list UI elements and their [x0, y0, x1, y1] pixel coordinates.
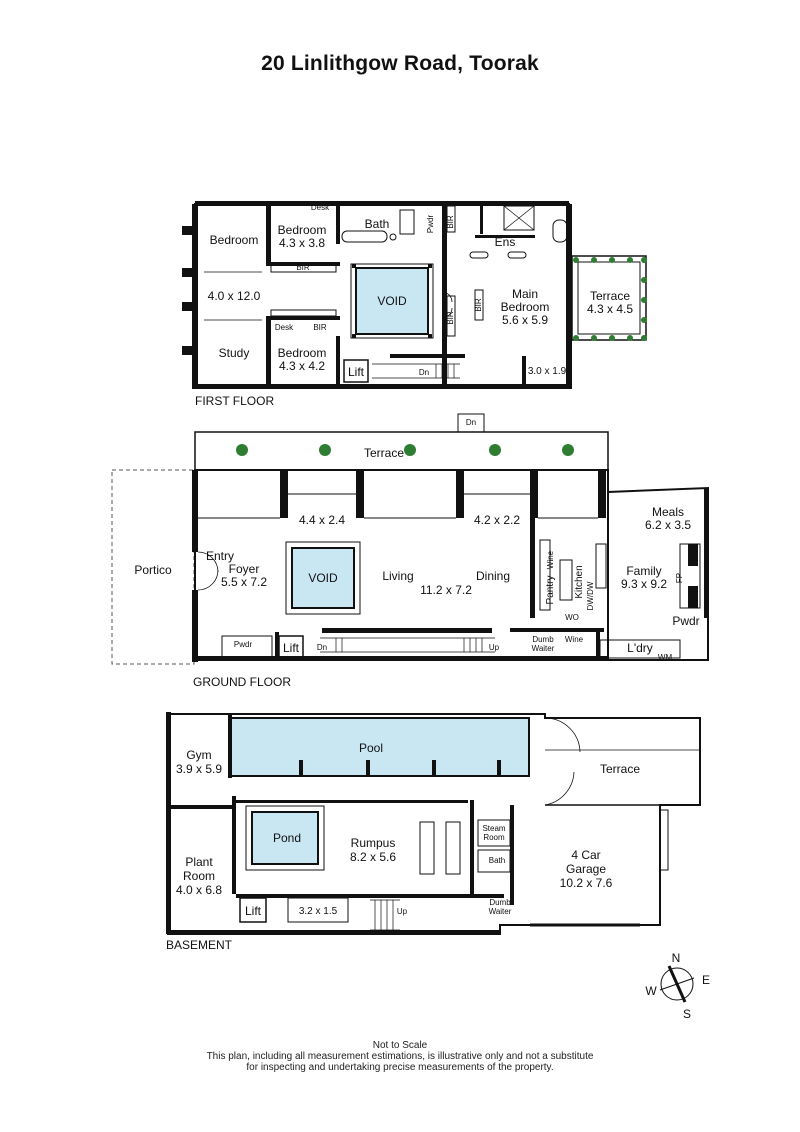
gf-foyer-dim: 5.5 x 7.2	[221, 575, 267, 589]
first-floor-plan: Bedroom 4.0 x 12.0 Study Bedroom 4.3 x 3…	[182, 201, 647, 408]
gf-meals-dim: 6.2 x 3.5	[645, 518, 691, 532]
bs-terrace-label: Terrace	[600, 762, 640, 776]
ff-desk2-label: Desk	[275, 323, 294, 332]
gf-wine-label: Wine	[546, 550, 555, 569]
ff-bedroom-dim: 4.0 x 12.0	[208, 289, 261, 303]
ff-dn-label: Dn	[419, 368, 429, 377]
bs-steam-label: Steam	[482, 824, 505, 833]
gf-fp-label: FP	[675, 573, 684, 583]
bs-bath-label: Bath	[489, 856, 505, 865]
ff-desk-label: Desk	[311, 203, 330, 212]
gf-store-label: Store	[689, 544, 698, 564]
gf-pantry-label: Pantry	[545, 576, 556, 605]
bs-rumpus-dim: 8.2 x 5.6	[350, 850, 396, 864]
compass-w: W	[645, 984, 657, 998]
gf-pwdr-label: Pwdr	[672, 614, 699, 628]
gf-void-label: VOID	[308, 571, 338, 585]
basement-plan: Pool Gym 3.9 x 5.9 Terrace Pond Rumpus 8…	[166, 712, 701, 952]
gf-entry-label: Entry	[206, 549, 234, 563]
gf-living-label: Living	[382, 569, 413, 583]
disclaimer-line-3: for inspecting and undertaking precise m…	[246, 1062, 554, 1073]
bs-rumpus-label: Rumpus	[351, 836, 396, 850]
ff-bedroom2-label: Bedroom	[278, 223, 327, 237]
ff-ens-label: Ens	[495, 235, 516, 249]
ff-main-bedroom-dim: 5.6 x 5.9	[502, 313, 548, 327]
gf-wine-small-label: Wine	[565, 635, 584, 644]
gf-bay2-dim: 4.2 x 2.2	[474, 513, 520, 527]
bs-gym-label: Gym	[186, 748, 211, 762]
ff-main-label: Main	[512, 287, 538, 301]
ff-terrace-dim: 4.3 x 4.5	[587, 302, 633, 316]
compass-n: N	[672, 951, 681, 965]
bs-plant-label: Plant	[185, 855, 213, 869]
bs-garage-1-label: 4 Car	[571, 848, 600, 862]
disclaimer-line-1: Not to Scale	[372, 1040, 428, 1051]
disclaimer-line-2: This plan, including all measurement est…	[206, 1051, 594, 1062]
compass-rose: N E S W	[645, 951, 710, 1021]
ground-floor-plan: Terrace Portico Entry Foyer 5.5 x 7.2 VO…	[111, 413, 709, 689]
gf-terrace-label: Terrace	[364, 446, 404, 460]
ff-void-label: VOID	[377, 294, 407, 308]
gf-waiter-label: Waiter	[532, 644, 555, 653]
ff-bedroom3-dim: 4.3 x 4.2	[279, 359, 325, 373]
first-floor-label: FIRST FLOOR	[195, 394, 274, 408]
gf-ldry-label: L'dry	[627, 641, 653, 655]
bs-gym-dim: 3.9 x 5.9	[176, 762, 222, 776]
basement-label: BASEMENT	[166, 938, 233, 952]
gf-dw-label: DW/DW	[586, 581, 595, 610]
bs-steam-room-label: Room	[483, 833, 505, 842]
gf-portico-label: Portico	[134, 563, 172, 577]
gf-meals-label: Meals	[652, 505, 684, 519]
ff-bedroom3-label: Bedroom	[278, 346, 327, 360]
ff-bir5-label: BIR	[474, 298, 483, 312]
bs-dumb-label: Dumb	[489, 898, 511, 907]
ff-bir2-label: BIR	[313, 323, 327, 332]
gf-wm-label: WM	[658, 653, 673, 662]
bs-lift-label: Lift	[245, 904, 262, 918]
ff-bath-label: Bath	[365, 217, 390, 231]
bs-garage-dim: 10.2 x 7.6	[560, 876, 613, 890]
gf-foyer-label: Foyer	[229, 562, 260, 576]
ff-bir4-label: BIR	[446, 311, 455, 325]
gf-wo-label: WO	[565, 613, 579, 622]
bs-pool-label: Pool	[359, 741, 383, 755]
gf-bay1-dim: 4.4 x 2.4	[299, 513, 345, 527]
bs-plant-dim: 4.0 x 6.8	[176, 883, 222, 897]
gf-lift-label: Lift	[283, 641, 300, 655]
gf-living-dim: 11.2 x 7.2	[420, 583, 472, 597]
gf-family-dim: 9.3 x 9.2	[621, 577, 667, 591]
gf-kitchen-label: Kitchen	[574, 565, 585, 598]
ff-pwdr-label: Pwdr	[426, 215, 435, 234]
bs-room-label: Room	[183, 869, 215, 883]
ff-lift-label: Lift	[348, 365, 365, 379]
gf-pwdr-small-label: Pwdr	[234, 640, 253, 649]
ground-floor-label: GROUND FLOOR	[193, 675, 291, 689]
plan-title: 20 Linlithgow Road, Toorak	[261, 52, 539, 75]
ff-bir3-label: BIR	[446, 215, 455, 229]
ff-main-bedroom-label: Bedroom	[501, 300, 550, 314]
gf-dumb-label: Dumb	[532, 635, 554, 644]
gf-dn-label: Dn	[466, 418, 476, 427]
bs-store-dim: 3.2 x 1.5	[299, 906, 338, 917]
ff-bedroom-label: Bedroom	[210, 233, 259, 247]
compass-s: S	[683, 1007, 691, 1021]
bs-garage-2-label: Garage	[566, 862, 606, 876]
ff-terrace-label: Terrace	[590, 289, 630, 303]
gf-dn2-label: Dn	[317, 643, 327, 652]
gf-up-label: Up	[489, 643, 500, 652]
compass-e: E	[702, 973, 710, 987]
ff-bedroom2-dim: 4.3 x 3.8	[279, 236, 325, 250]
gf-dining-label: Dining	[476, 569, 510, 583]
bs-pond-label: Pond	[273, 831, 301, 845]
ff-balcony-dim: 3.0 x 1.9	[528, 366, 567, 377]
disclaimer: Not to Scale This plan, including all me…	[0, 1040, 800, 1073]
bs-waiter-label: Waiter	[489, 907, 512, 916]
ff-bir-label: BIR	[296, 263, 310, 272]
ff-study-label: Study	[219, 346, 250, 360]
gf-family-label: Family	[626, 564, 661, 578]
bs-up-label: Up	[397, 907, 408, 916]
